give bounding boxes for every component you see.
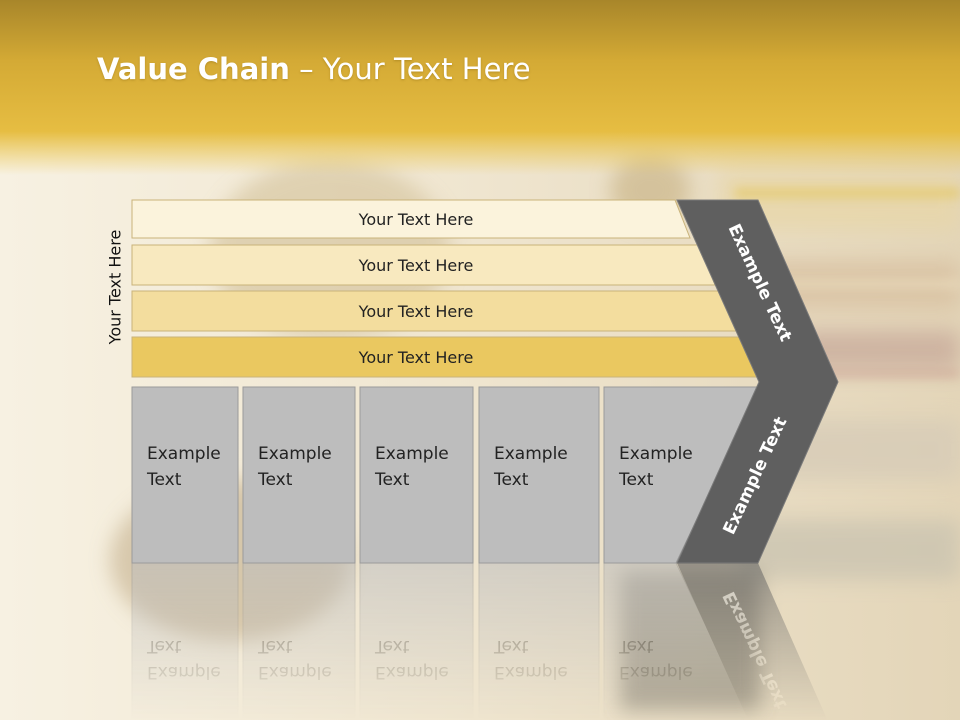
primary-box-3	[359, 386, 474, 564]
slide-title-rest: – Your Text Here	[289, 52, 531, 86]
primary-box-2	[242, 386, 356, 564]
svg-text:Text: Text	[146, 636, 182, 656]
svg-text:Example: Example	[147, 662, 221, 682]
support-row-1	[131, 199, 691, 239]
support-row-4-label: Your Text Here	[358, 348, 474, 367]
primary-box-4-line2: Text	[493, 470, 529, 490]
svg-text:Text: Text	[618, 636, 654, 656]
primary-box-4-line1: Example	[494, 444, 568, 464]
slide-title: Value Chain – Your Text Here	[97, 52, 531, 86]
primary-box-2-line2: Text	[257, 470, 293, 490]
slide-title-bold: Value Chain	[97, 52, 290, 86]
support-row-1-label: Your Text Here	[358, 210, 474, 229]
svg-text:Text: Text	[257, 636, 293, 656]
svg-text:Example: Example	[258, 662, 332, 682]
support-row-2-label: Your Text Here	[358, 256, 474, 275]
primary-box-1-line1: Example	[147, 444, 221, 464]
primary-box-3-line2: Text	[374, 470, 410, 490]
svg-text:Example: Example	[494, 662, 568, 682]
primary-box-3-line1: Example	[375, 444, 449, 464]
primary-box-5-line2: Text	[618, 470, 654, 490]
svg-text:Example: Example	[619, 662, 693, 682]
svg-text:Example: Example	[375, 662, 449, 682]
primary-box-1	[131, 386, 239, 564]
primary-box-1-line2: Text	[146, 470, 182, 490]
primary-box-2-line1: Example	[258, 444, 332, 464]
support-row-3-label: Your Text Here	[358, 302, 474, 321]
primary-box-5-line1: Example	[619, 444, 693, 464]
primary-box-4	[478, 386, 600, 564]
svg-text:Text: Text	[493, 636, 529, 656]
svg-text:Text: Text	[374, 636, 410, 656]
